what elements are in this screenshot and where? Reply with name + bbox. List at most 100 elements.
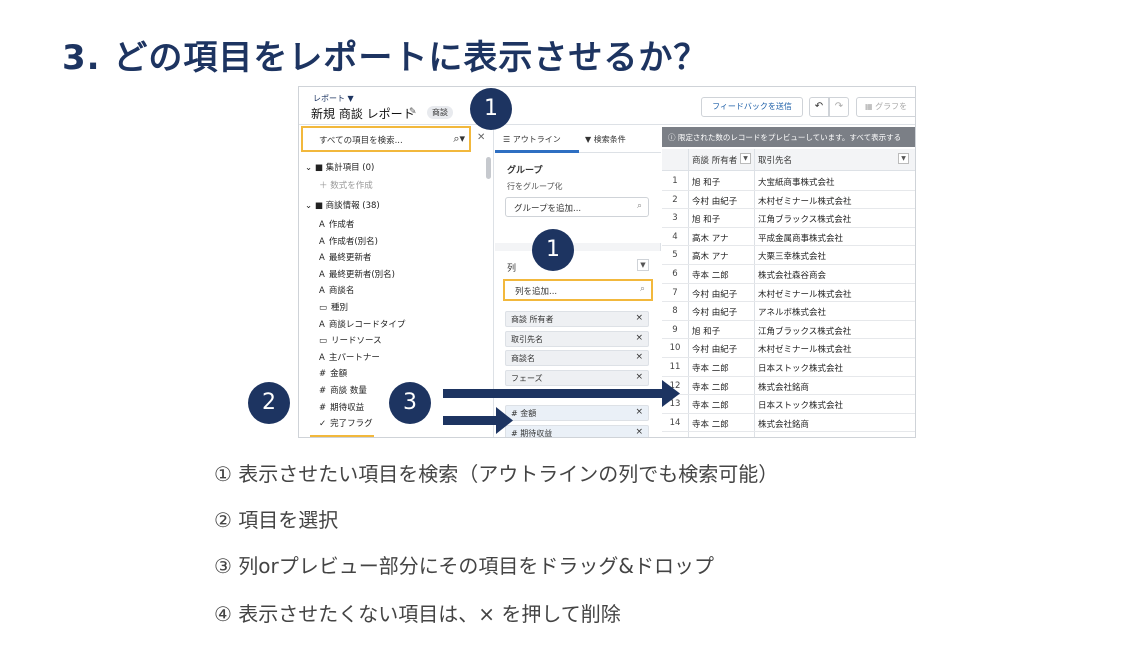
- tab-filter[interactable]: ▼ 検索条件: [585, 135, 626, 144]
- callout-1-top: 1: [470, 88, 512, 130]
- account-cell: 株式会社銘商: [758, 419, 810, 430]
- chart-icon: ▦: [865, 102, 876, 111]
- account-cell: 木村ゼミナール株式会社: [758, 289, 852, 300]
- row-number: 10: [669, 343, 681, 354]
- field-search-input[interactable]: すべての項目を検索... ⌕▾: [301, 126, 471, 152]
- field-item[interactable]: #金額: [319, 367, 347, 379]
- close-icon[interactable]: ×: [635, 352, 643, 362]
- group-add-input[interactable]: グループを追加... ⌕: [505, 197, 649, 217]
- field-item[interactable]: ▭種別: [319, 301, 348, 313]
- field-item[interactable]: ▭リードソース: [319, 334, 382, 346]
- step-1: ① 表示させたい項目を検索（アウトラインの列でも検索可能）: [214, 462, 779, 486]
- numeric-column-pill[interactable]: # 期待収益×: [505, 425, 649, 437]
- group-title: グループ: [507, 166, 543, 176]
- close-icon[interactable]: ×: [635, 332, 643, 343]
- search-icon[interactable]: ⌕▾: [453, 132, 465, 145]
- account-cell: 株式会社銘商: [758, 382, 810, 393]
- graph-button[interactable]: ▦ グラフを: [856, 97, 915, 117]
- field-item-label: 商談 数量: [330, 386, 367, 396]
- numeric-column-pill[interactable]: # 金額×: [505, 405, 649, 421]
- field-type-icon: A: [319, 286, 325, 297]
- row-number: 2: [672, 194, 678, 205]
- owner-cell: 寺本 二郎: [692, 271, 729, 281]
- column-add-input[interactable]: 列を追加... ⌕: [503, 279, 653, 301]
- field-type-icon: A: [319, 236, 325, 247]
- field-type-icon: #: [319, 369, 327, 380]
- tree-group-opportunity[interactable]: ⌄ ■ 商談情報 (38): [305, 201, 380, 211]
- row-number: 13: [669, 399, 681, 410]
- close-icon[interactable]: ✕: [477, 132, 486, 143]
- column-divider: [754, 149, 755, 437]
- column-pill[interactable]: 取引先名×: [505, 330, 649, 347]
- field-item-label: 作成者: [328, 220, 355, 230]
- close-icon[interactable]: ×: [635, 407, 643, 417]
- report-breadcrumb[interactable]: レポート ▼: [313, 94, 354, 103]
- group-add-placeholder: グループを追加...: [514, 204, 582, 214]
- tab-outline[interactable]: ☰ アウトライン: [503, 135, 561, 144]
- outline-tabs: ☰ アウトライン ▼ 検索条件: [495, 125, 661, 153]
- field-item[interactable]: ✓完了フラグ: [319, 417, 373, 429]
- close-icon[interactable]: ×: [635, 427, 643, 437]
- tree-group-formula[interactable]: ⌄ ■ 集計項目 (0): [305, 163, 375, 173]
- field-item-label: 期待収益: [330, 402, 365, 413]
- account-cell: 日本ストック株式会社: [758, 401, 844, 412]
- account-cell: 大栗三幸株式会社: [758, 252, 827, 263]
- active-tab-indicator: [495, 150, 579, 153]
- chevron-down-icon[interactable]: ▼: [637, 259, 649, 271]
- row-number: 9: [672, 324, 678, 335]
- column-add-placeholder: 列を追加...: [515, 287, 558, 297]
- close-icon[interactable]: ×: [635, 371, 643, 382]
- close-icon[interactable]: ×: [635, 313, 643, 323]
- field-item[interactable]: #期待収益: [319, 401, 364, 413]
- column-pill[interactable]: 商談名×: [505, 350, 649, 366]
- outline-panel: ☰ アウトライン ▼ 検索条件 グループ 行をグループ化 グループを追加... …: [495, 125, 661, 437]
- field-type-icon: A: [319, 253, 325, 264]
- redo-button[interactable]: ↷: [829, 97, 849, 117]
- chevron-down-icon[interactable]: ▼: [898, 153, 909, 164]
- callout-2: 2: [248, 382, 290, 424]
- row-number: 14: [669, 417, 681, 428]
- pencil-icon[interactable]: ✎: [409, 107, 417, 117]
- search-icon: ⌕: [639, 284, 645, 294]
- row-number: 1: [672, 176, 678, 186]
- column-pill[interactable]: 商談 所有者 ×: [505, 311, 649, 327]
- owner-cell: 旭 和子: [692, 215, 721, 226]
- column-header-owner[interactable]: 商談 所有者▼: [688, 149, 754, 171]
- feedback-button[interactable]: フィードバックを送信: [701, 97, 803, 117]
- fields-scrollbar[interactable]: [486, 157, 491, 179]
- create-formula-link[interactable]: ＋ 数式を作成: [319, 181, 373, 191]
- column-pill-label: 商談 所有者: [511, 315, 554, 324]
- undo-button[interactable]: ↶: [809, 97, 829, 117]
- chevron-down-icon[interactable]: ▼: [740, 153, 751, 164]
- column-pill[interactable]: フェーズ×: [505, 369, 649, 386]
- field-item[interactable]: #商談 数量: [319, 384, 367, 396]
- report-name: 新規 商談 レポート: [311, 107, 415, 121]
- owner-cell: 今村 由紀子: [692, 289, 738, 300]
- field-type-icon: A: [319, 220, 325, 230]
- column-header-account[interactable]: 取引先名▼: [754, 149, 915, 171]
- field-item-label: 種別: [331, 303, 349, 313]
- columns-section: 列 ▼ 列を追加... ⌕ 商談 所有者×取引先名×商談名×フェーズ×# 金額×…: [495, 251, 661, 437]
- row-number: 5: [672, 250, 678, 261]
